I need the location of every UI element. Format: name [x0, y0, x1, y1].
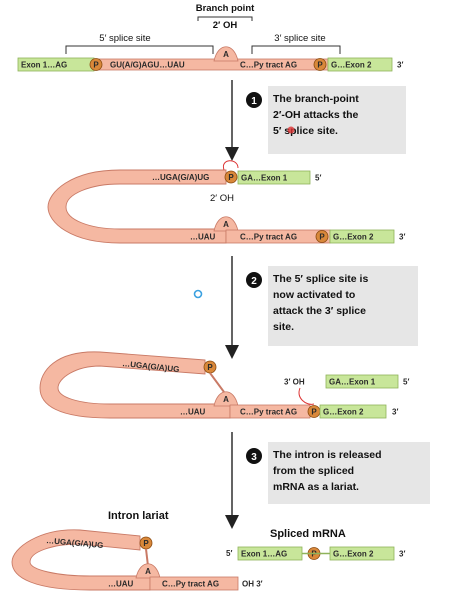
top-c-py: C…Py tract AG [240, 61, 297, 70]
stage2-phosphate-2 [315, 230, 329, 243]
five-splice-bracket [65, 45, 214, 54]
stage4-three: 3′ [399, 550, 405, 559]
top-exon2-text: G…Exon 2 [331, 61, 372, 70]
step3-number: 3 [251, 452, 257, 463]
step1-red-mark [287, 126, 295, 134]
step2-line3: attack the 3′ splice [273, 305, 366, 317]
stage2-a: A [223, 220, 229, 229]
stage3-a: A [223, 395, 229, 404]
step2-box [268, 266, 418, 346]
stage3-c-py: C…Py tract AG [240, 408, 297, 417]
step3-line3: mRNA as a lariat. [273, 481, 359, 493]
stage3-exon1-text: GA…Exon 1 [329, 378, 376, 387]
top-exon1-text: Exon 1…AG [21, 61, 67, 70]
stage4-phosphate-label: P [143, 539, 149, 548]
top-phosphate-2 [313, 58, 327, 71]
stage3-five: 5′ [403, 378, 409, 387]
step2-line2: now activated to [273, 289, 355, 301]
stage2-attack-mark [222, 160, 239, 171]
top-branch-a: A [223, 50, 229, 59]
stage3-loop [39, 351, 231, 419]
step3-line1: The intron is released [273, 449, 382, 461]
step1-badge [246, 92, 262, 108]
step1-box [268, 86, 406, 154]
step1-line1: The branch-point [273, 93, 359, 105]
three-splice-label: 3′ splice site [274, 33, 325, 44]
stage4-uau: …UAU [108, 580, 134, 589]
stage2-phosphate-label: P [228, 173, 234, 182]
stage3-attack-mark [298, 387, 315, 405]
top-gu-seq: GU(A/G)AGU…UAU [110, 61, 185, 70]
five-splice-label: 5′ splice site [99, 33, 150, 44]
step3-box [268, 442, 430, 504]
stage4-exon1-text: Exon 1…AG [241, 550, 287, 559]
stage2-c-py: C…Py tract AG [240, 233, 297, 242]
stage3-exon2 [319, 404, 387, 419]
spliced-mrna-label: Spliced mRNA [270, 528, 346, 540]
stage4-intron-right [149, 576, 239, 591]
top-phosphate [89, 58, 103, 71]
stage4-c-py: C…Py tract AG [162, 580, 219, 589]
stage4-exon2-text: G…Exon 2 [333, 550, 374, 559]
stage3-uau: …UAU [180, 408, 206, 417]
top-end3: 3′ [397, 61, 403, 70]
stage4-a: A [145, 567, 151, 576]
stage2-exon1 [237, 170, 311, 185]
stage4-exon2 [329, 546, 395, 561]
step1-line2: 2′-OH attacks the [273, 109, 359, 121]
step2-badge [246, 272, 262, 288]
stage2-uga: …UGA(G/A)UG [152, 173, 209, 182]
step2-line4: site. [273, 321, 294, 333]
stage2-phosphate [224, 170, 238, 184]
step3-line2: from the spliced [273, 465, 354, 477]
step2-number: 2 [251, 276, 257, 287]
top-branch-a-bump [213, 46, 239, 62]
stage2-five: 5′ [315, 174, 321, 183]
stage3-three-oh: 3′ OH [284, 378, 305, 387]
stage4-loop [11, 529, 151, 591]
stage2-uau: …UAU [190, 233, 216, 242]
stage2-exon2 [329, 229, 395, 244]
stage3-link [209, 372, 225, 393]
stage2-phosphate-2-label: P [319, 233, 325, 242]
stage2-exon1-text: GA…Exon 1 [241, 174, 288, 183]
stage3-exon1 [325, 374, 399, 389]
stage2-three: 3′ [399, 233, 405, 242]
cursor-dot [193, 289, 203, 299]
step1-number: 1 [251, 96, 257, 107]
top-phosphate-2-label: P [317, 61, 323, 70]
stage4-five: 5′ [226, 549, 232, 558]
step1-line3: 5′ splice site. [273, 125, 338, 137]
intron-lariat-label: Intron lariat [108, 510, 169, 522]
stage3-three: 3′ [392, 408, 398, 417]
stage3-phosphate-label: P [207, 363, 213, 372]
two-oh-label: 2′ OH [213, 20, 238, 31]
top-phosphate-label: P [93, 61, 99, 70]
top-exon2 [327, 57, 393, 72]
step3-badge [246, 448, 262, 464]
branch-point-label: Branch point [196, 3, 255, 14]
stage2-two-oh: 2′ OH [210, 193, 234, 204]
stage2-exon2-text: G…Exon 2 [333, 233, 374, 242]
stage4-link [145, 548, 149, 567]
stage4-oh3: OH 3′ [242, 580, 263, 589]
three-splice-bracket [251, 45, 341, 54]
branch-point-bracket [197, 16, 253, 21]
stage3-phosphate-2-label: P [311, 408, 317, 417]
stage3-exon2-text: G…Exon 2 [323, 408, 364, 417]
step2-line1: The 5′ splice site is [273, 273, 368, 285]
